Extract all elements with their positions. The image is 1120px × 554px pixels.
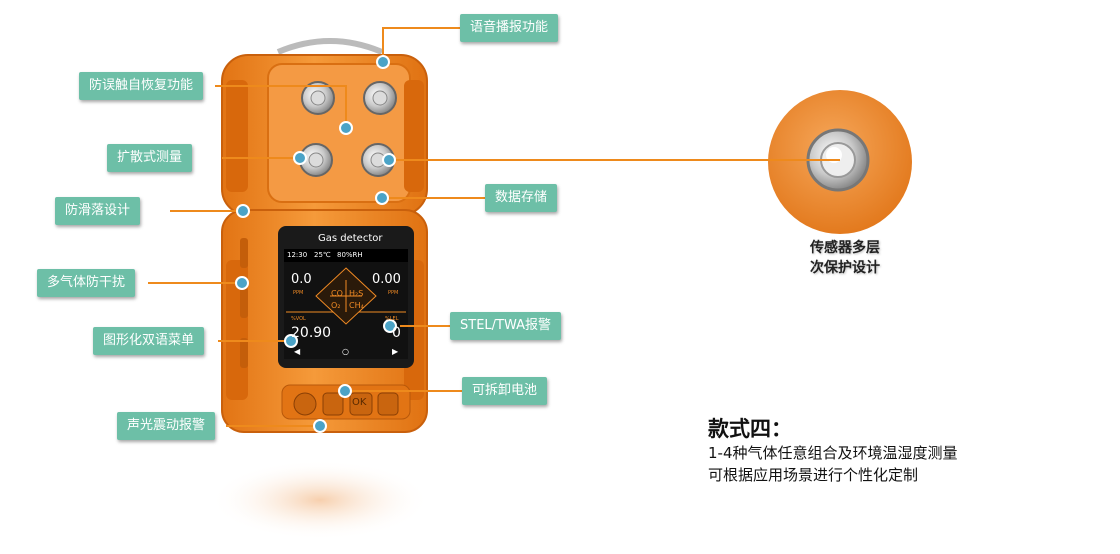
ch4-unit: %LEL	[385, 316, 399, 322]
callout-data-storage: 数据存储	[485, 184, 558, 212]
power-button	[293, 392, 317, 416]
up-button	[322, 392, 344, 416]
gas-ch4-label: CH₄	[349, 301, 364, 310]
screen-time: 12:30	[287, 251, 308, 259]
model-description-line2: 可根据应用场景进行个性化定制	[708, 466, 919, 484]
callout-alarm: 声光震动报警	[117, 412, 216, 440]
nav-home-icon: ○	[342, 347, 349, 356]
ch4-value: 0	[392, 325, 401, 341]
zoom-caption: 传感器多层 次保护设计	[790, 238, 900, 278]
ok-button	[349, 392, 373, 416]
callout-removable-battery: 可拆卸电池	[462, 377, 548, 405]
leader-lines	[148, 27, 840, 427]
co-unit: PPM	[293, 290, 304, 296]
device-shadow	[210, 460, 430, 540]
callout-anti-slip: 防滑落设计	[55, 197, 141, 225]
co-value: 0.0	[291, 272, 312, 287]
h2s-unit: PPM	[388, 290, 399, 296]
h2s-value: 0.00	[372, 272, 401, 287]
upper-grip-left	[226, 80, 248, 192]
zoom-caption-line1: 传感器多层	[810, 240, 880, 256]
callout-voice-broadcast: 语音播报功能	[460, 14, 559, 42]
right-button	[377, 392, 399, 416]
screen-humidity: 80%RH	[337, 251, 363, 259]
ok-button-label: OK	[352, 397, 367, 408]
gas-h2s-label: H₂S	[349, 289, 364, 298]
nav-right-icon: ▶	[392, 347, 399, 356]
callout-stel-twa: STEL/TWA报警	[450, 312, 562, 340]
model-title: 款式四：	[708, 417, 792, 441]
upper-grip-right	[404, 80, 424, 192]
callout-diffusion-measure: 扩散式测量	[107, 144, 193, 172]
model-description-line1: 1-4种气体任意组合及环境温湿度测量	[708, 444, 958, 462]
gas-o2-label: O₂	[331, 301, 341, 310]
nav-left-icon: ◀	[294, 347, 301, 356]
screen-title: Gas detector	[318, 233, 383, 244]
sensor-port-3	[299, 143, 333, 177]
callout-multi-gas: 多气体防干扰	[37, 269, 136, 297]
top-clip	[276, 38, 384, 55]
sensor-port-2	[363, 81, 397, 115]
callout-anti-mistouch: 防误触自恢复功能	[79, 72, 204, 100]
o2-unit: %VOL	[291, 316, 306, 322]
zoom-caption-line2: 次保护设计	[810, 260, 880, 276]
sensor-port-1	[301, 81, 335, 115]
screen-temperature: 25℃	[314, 251, 331, 259]
callout-dots	[235, 55, 397, 433]
callout-bilingual-menu: 图形化双语菜单	[93, 327, 205, 355]
gas-co-label: CO	[331, 289, 343, 298]
o2-value: 20.90	[291, 325, 332, 341]
